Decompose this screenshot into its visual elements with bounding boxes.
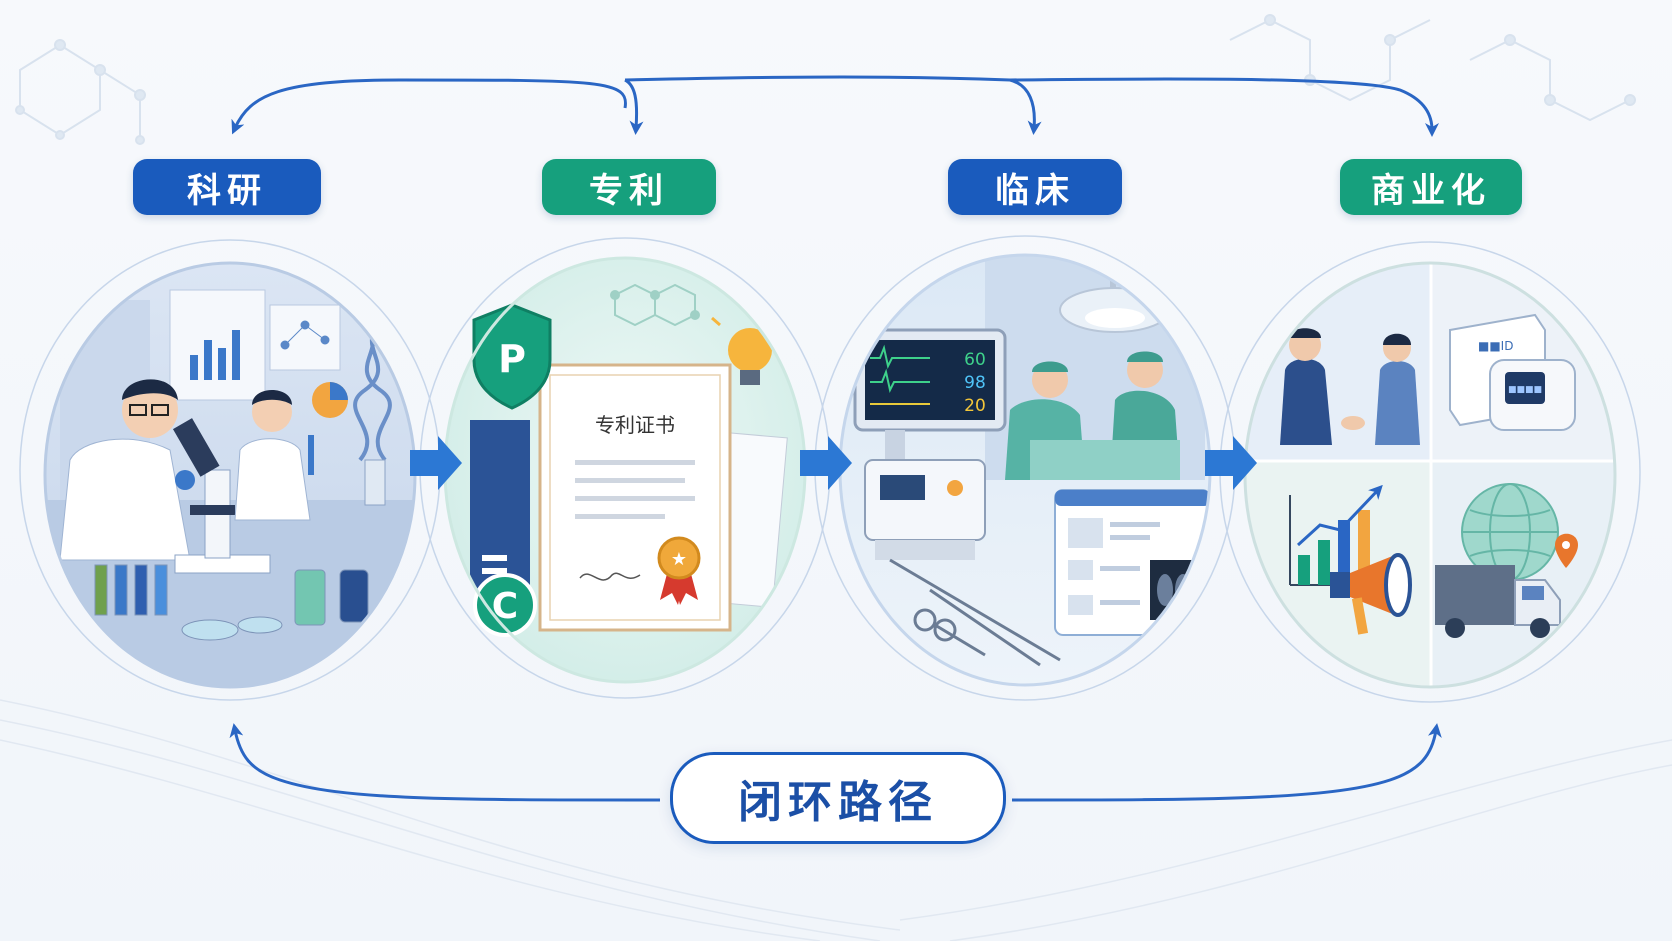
monitor-reading-spo2: 98 [964,373,986,393]
certificate-text-lines [575,460,695,519]
globe-icon [1461,483,1578,581]
monitor-reading-heart-rate: 60 [964,350,986,370]
petri-dish-icon [181,619,239,641]
bar-chart-icon [190,330,240,380]
commercial-panel: ■■ID ■■■■ [1245,263,1615,687]
network-icon [280,320,330,350]
svg-text:★: ★ [671,549,687,570]
delivery-truck-icon [1435,565,1561,638]
patent-certificate-title: 专利证书 [595,413,675,437]
handshake-icon [1341,416,1365,430]
surgical-instruments-icon [889,558,1061,667]
molecule-icon [610,283,700,327]
molecule-decoration-left [15,39,146,145]
stage-transition-arrows [410,436,1257,490]
molecule-decoration-right [1229,14,1636,122]
monitor-reading-resp: 20 [964,396,986,416]
research-panel [45,263,415,687]
megaphone-icon [1330,553,1412,635]
stage-label-research: 科研 [133,159,321,215]
closed-loop-label: 闭环路径 [670,752,1006,844]
closed-loop-arrows [229,723,1442,802]
bottle-icon [294,569,326,626]
top-flow-arrows [231,75,1439,137]
award-seal-icon: ★ [657,536,701,605]
handshake-people [1280,328,1420,445]
medical-device [864,430,986,560]
surgeons [1005,351,1180,480]
patient-monitor: 60 98 20 [853,328,1007,432]
microscope-icon [172,418,271,574]
scientist-male [59,379,195,561]
medical-device-product-icon: ■■■■ [1489,359,1576,431]
copyright-letter: C [492,586,518,627]
stage-label-clinical: 临床 [948,159,1122,215]
signature-icon [579,572,641,581]
patient-record-card [1054,489,1210,636]
test-tubes-icon [94,564,168,616]
patent-shield-icon: P [472,303,552,410]
scientist-female [234,390,314,521]
patent-letter: P [498,337,526,381]
stage-label-commercialization: 商业化 [1340,159,1522,215]
device-screen-text: ■■■■ [1508,385,1542,395]
location-pin-icon [1555,533,1578,568]
wave-lines-decoration [0,699,1672,941]
clinical-panel: 60 98 20 [840,255,1210,685]
product-box-label: ■■ID [1478,339,1513,353]
stage-label-patent: 专利 [542,159,716,215]
